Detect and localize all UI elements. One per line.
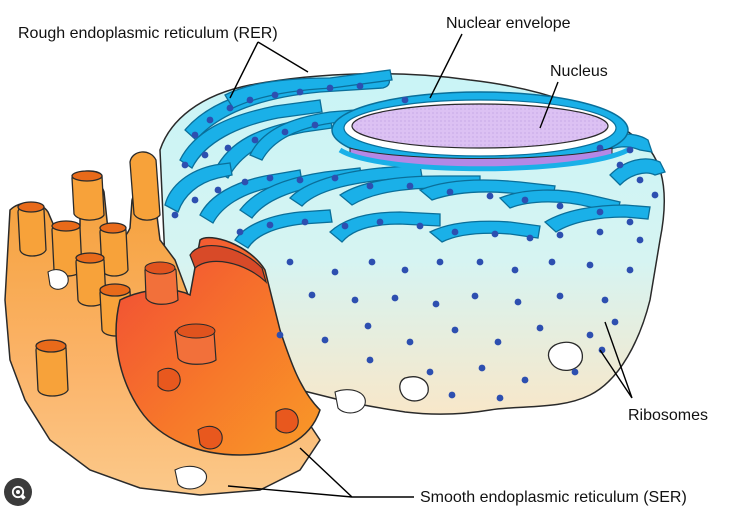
lens-icon[interactable] bbox=[4, 478, 32, 506]
label-ser: Smooth endoplasmic reticulum (SER) bbox=[227, 447, 687, 506]
ribosomes-leader bbox=[599, 321, 633, 399]
nucleus-label: Nucleus bbox=[550, 63, 608, 80]
rer-pore bbox=[399, 376, 429, 402]
label-rer: Rough endoplasmic reticulum (RER) bbox=[18, 25, 309, 99]
ser-leader bbox=[227, 447, 414, 498]
ser-lip bbox=[189, 245, 268, 284]
label-nuclear-envelope: Nuclear envelope bbox=[429, 15, 571, 99]
lens-glyph-icon bbox=[11, 485, 26, 500]
nuclear-envelope-label: Nuclear envelope bbox=[446, 15, 571, 32]
ser-label: Smooth endoplasmic reticulum (SER) bbox=[420, 489, 687, 506]
ribosome-dots bbox=[171, 82, 659, 402]
ser-tubules bbox=[17, 151, 161, 397]
nuclear-envelope-leader bbox=[429, 33, 463, 99]
rer-pore bbox=[547, 341, 583, 371]
ser-body bbox=[4, 151, 366, 496]
rer-leader bbox=[229, 41, 309, 99]
label-nucleus: Nucleus bbox=[539, 63, 608, 129]
nucleus-leader bbox=[539, 81, 559, 129]
nuclear-envelope-lower bbox=[338, 147, 630, 172]
ribosomes-label: Ribosomes bbox=[628, 407, 708, 424]
rer-body bbox=[159, 69, 666, 415]
rer-label: Rough endoplasmic reticulum (RER) bbox=[18, 25, 278, 42]
label-ribosomes: Ribosomes bbox=[599, 321, 708, 424]
nucleus-shape bbox=[351, 103, 609, 149]
